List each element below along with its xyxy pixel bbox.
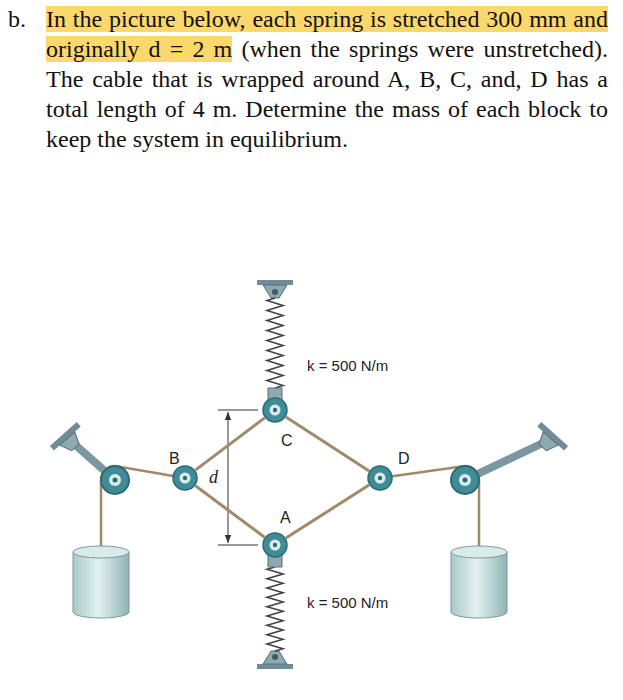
pulley-wheel [262,397,288,423]
pulley: B [172,465,198,491]
pulley: D [367,465,393,491]
cable-segment [286,485,369,538]
pulley-wheel [367,465,393,491]
left-block [73,546,129,618]
pulley: C [262,397,288,423]
pulley: A [262,532,288,558]
spring-constant: k = 500 N/m [305,594,390,611]
cable-segment [286,417,369,471]
cable-segment [195,486,264,537]
cable-segment [195,418,264,470]
bottom-support [257,651,293,669]
problem-statement: b. In the picture below, each spring is … [8,4,608,154]
spring-constant: k = 500 N/m [305,357,390,374]
problem-text: In the picture below, each spring is str… [46,4,608,154]
top-support [257,280,293,298]
right-support-pulley [380,422,568,548]
pulley-label: C [281,432,293,450]
pulley-wheel [172,465,198,491]
dimension-d [218,410,258,545]
pulley-wheel [262,532,288,558]
spring-coil [267,567,283,651]
problem-number: b. [8,6,26,32]
pulley-label: B [169,450,180,468]
dimension-label: d [207,467,220,488]
space [232,36,241,62]
left-support-pulley [50,422,185,548]
right-block [451,546,507,618]
spring-coil [267,298,283,388]
springs [267,298,283,651]
problem-number: b. [8,4,46,154]
pulley-label: A [280,509,291,527]
pulley-label: D [398,450,410,468]
